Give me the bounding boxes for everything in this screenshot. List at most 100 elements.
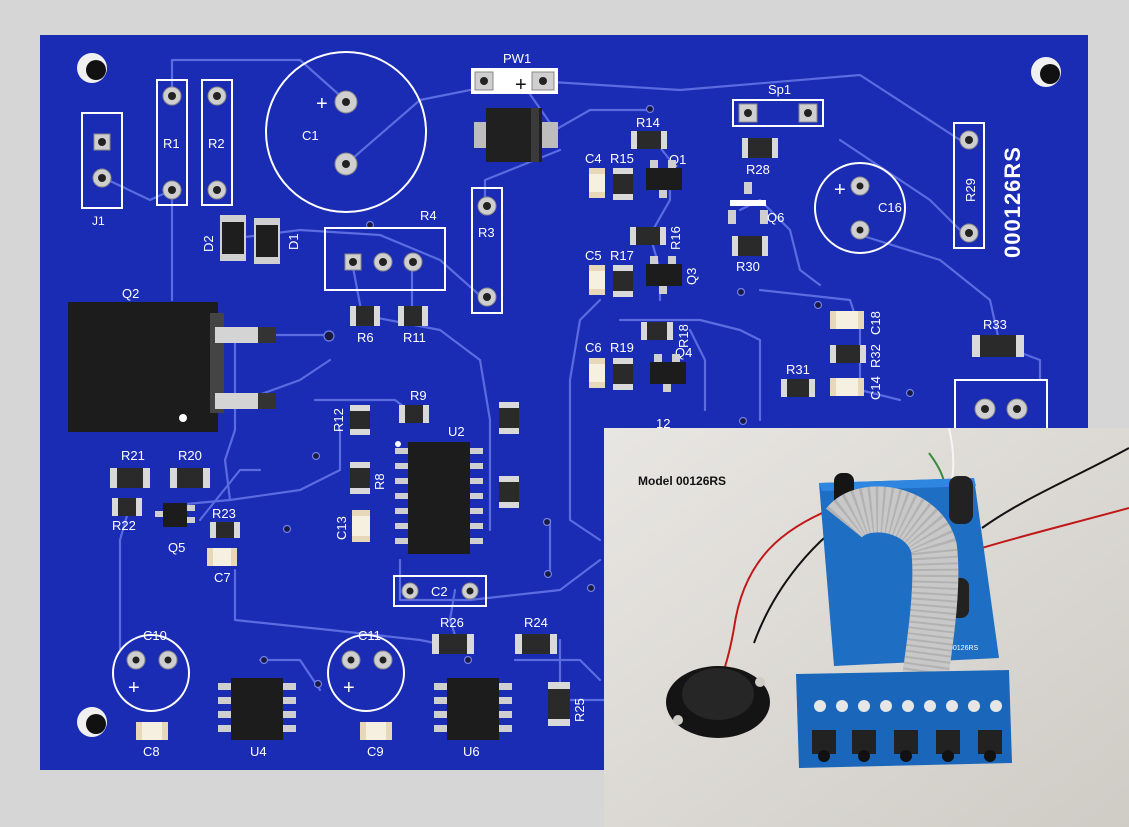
resistor-r3: R3 bbox=[471, 187, 503, 314]
u4-label: U4 bbox=[250, 744, 267, 759]
c5-label: C5 bbox=[585, 248, 602, 263]
capacitor-c7: C7 bbox=[207, 548, 237, 585]
resistor-r22: R22 bbox=[112, 498, 142, 533]
transistor-q3: Q3 bbox=[646, 256, 699, 294]
resistor-r14: R14 bbox=[631, 115, 667, 149]
ic-u2: U2 bbox=[395, 424, 483, 554]
resistor-r18: R18 bbox=[641, 322, 691, 348]
buzzer bbox=[666, 666, 770, 738]
r21-label: R21 bbox=[121, 448, 145, 463]
resistor-r19: R19 bbox=[610, 340, 634, 390]
r3-label: R3 bbox=[478, 225, 495, 240]
capacitor-c14: C14 bbox=[830, 376, 883, 400]
r28-label: R28 bbox=[746, 162, 770, 177]
capacitor-c11: C11 + bbox=[327, 628, 405, 712]
r1-label: R1 bbox=[163, 136, 180, 151]
c16-label: C16 bbox=[878, 200, 902, 215]
resistor-r17: R17 bbox=[610, 248, 634, 297]
resistor-r6: R6 bbox=[350, 306, 380, 345]
c6-label: C6 bbox=[585, 340, 602, 355]
r29-label: R29 bbox=[963, 178, 978, 202]
r17-label: R17 bbox=[610, 248, 634, 263]
r33-label: R33 bbox=[983, 317, 1007, 332]
resistor-r11: R11 bbox=[398, 306, 428, 345]
r9-label: R9 bbox=[410, 388, 427, 403]
svg-text:+: + bbox=[515, 74, 527, 96]
diode-d1: D1 bbox=[254, 218, 301, 264]
resistor-r26: R26 bbox=[432, 615, 474, 654]
transistor-q4: Q4 bbox=[650, 345, 692, 392]
r8-label: R8 bbox=[372, 473, 387, 490]
c7-label: C7 bbox=[214, 570, 231, 585]
ic-u4: U4 bbox=[218, 678, 296, 759]
resistor-r2: R2 bbox=[201, 79, 233, 206]
resistor-r32: R32 bbox=[830, 344, 883, 368]
transistor-q2: Q2 bbox=[68, 286, 276, 432]
r12-label: R12 bbox=[331, 408, 346, 432]
pw1-label: PW1 bbox=[503, 51, 531, 66]
photo-caption: Model 00126RS bbox=[638, 474, 727, 488]
c1-label: C1 bbox=[302, 128, 319, 143]
c2-label: C2 bbox=[431, 584, 448, 599]
resistor-r9: R9 bbox=[399, 388, 429, 423]
diode-d2: D2 bbox=[201, 215, 246, 261]
r31-label: R31 bbox=[786, 362, 810, 377]
r25-label: R25 bbox=[572, 698, 587, 722]
capacitor-c6: C6 bbox=[585, 340, 605, 388]
c9-label: C9 bbox=[367, 744, 384, 759]
r14-label: R14 bbox=[636, 115, 660, 130]
r20-label: R20 bbox=[178, 448, 202, 463]
resistor-r23: R23 bbox=[210, 506, 240, 538]
r23-label: R23 bbox=[212, 506, 236, 521]
c8-label: C8 bbox=[143, 744, 160, 759]
r24-label: R24 bbox=[524, 615, 548, 630]
connector-sp1: Sp1 bbox=[732, 82, 824, 127]
r16-label: R16 bbox=[668, 226, 683, 250]
capacitor-c13: C13 bbox=[334, 510, 370, 542]
r6-label: R6 bbox=[357, 330, 374, 345]
resistor-r33: R33 bbox=[972, 317, 1024, 357]
capacitor-c4: C4 bbox=[585, 151, 605, 198]
resistor-r1: R1 bbox=[156, 79, 188, 206]
transistor-q1: Q1 bbox=[646, 152, 686, 198]
resistor-r8: R8 bbox=[350, 462, 387, 494]
ribbon-cable bbox=[826, 486, 959, 690]
c13-label: C13 bbox=[334, 516, 349, 540]
resistor-r24: R24 bbox=[515, 615, 557, 654]
r32-label: R32 bbox=[868, 344, 883, 368]
resistor-r28: R28 bbox=[742, 138, 778, 177]
resistor-r4: R4 bbox=[324, 208, 446, 291]
resistor-r12: R12 bbox=[331, 405, 370, 435]
r26-label: R26 bbox=[440, 615, 464, 630]
resistor-r16: R16 bbox=[630, 226, 683, 250]
transistor-q6: Q6 bbox=[728, 182, 784, 225]
capacitor-c9: C9 bbox=[360, 722, 392, 759]
connector-j1: J1 bbox=[81, 112, 123, 228]
svg-text:+: + bbox=[343, 677, 355, 699]
r22-label: R22 bbox=[112, 518, 136, 533]
capacitor-c8: C8 bbox=[136, 722, 168, 759]
capacitor-c18: C18 bbox=[830, 311, 883, 335]
photo-button-board bbox=[796, 670, 1012, 768]
u2-label: U2 bbox=[448, 424, 465, 439]
resistor-r20: R20 bbox=[170, 448, 210, 488]
capacitor-c2: C2 bbox=[393, 575, 487, 607]
resistor-r29: R29 bbox=[953, 122, 985, 249]
resistor-r21: R21 bbox=[110, 448, 150, 488]
capacitor-c16: + C16 bbox=[814, 162, 906, 254]
resistor-r25: R25 bbox=[548, 682, 587, 726]
product-photo: 00126RS bbox=[604, 428, 1129, 827]
resistor-r15: R15 bbox=[610, 151, 634, 200]
sp1-label: Sp1 bbox=[768, 82, 791, 97]
q3-label: Q3 bbox=[684, 268, 699, 285]
d1-label: D1 bbox=[286, 233, 301, 250]
r2-label: R2 bbox=[208, 136, 225, 151]
transistor-q5: Q5 bbox=[155, 503, 195, 555]
capacitor-c10: C10 + bbox=[112, 628, 190, 712]
u6-label: U6 bbox=[463, 744, 480, 759]
svg-text:+: + bbox=[128, 677, 140, 699]
capacitor-c5: C5 bbox=[585, 248, 605, 295]
q5-label: Q5 bbox=[168, 540, 185, 555]
mounting-holes bbox=[77, 53, 1061, 737]
